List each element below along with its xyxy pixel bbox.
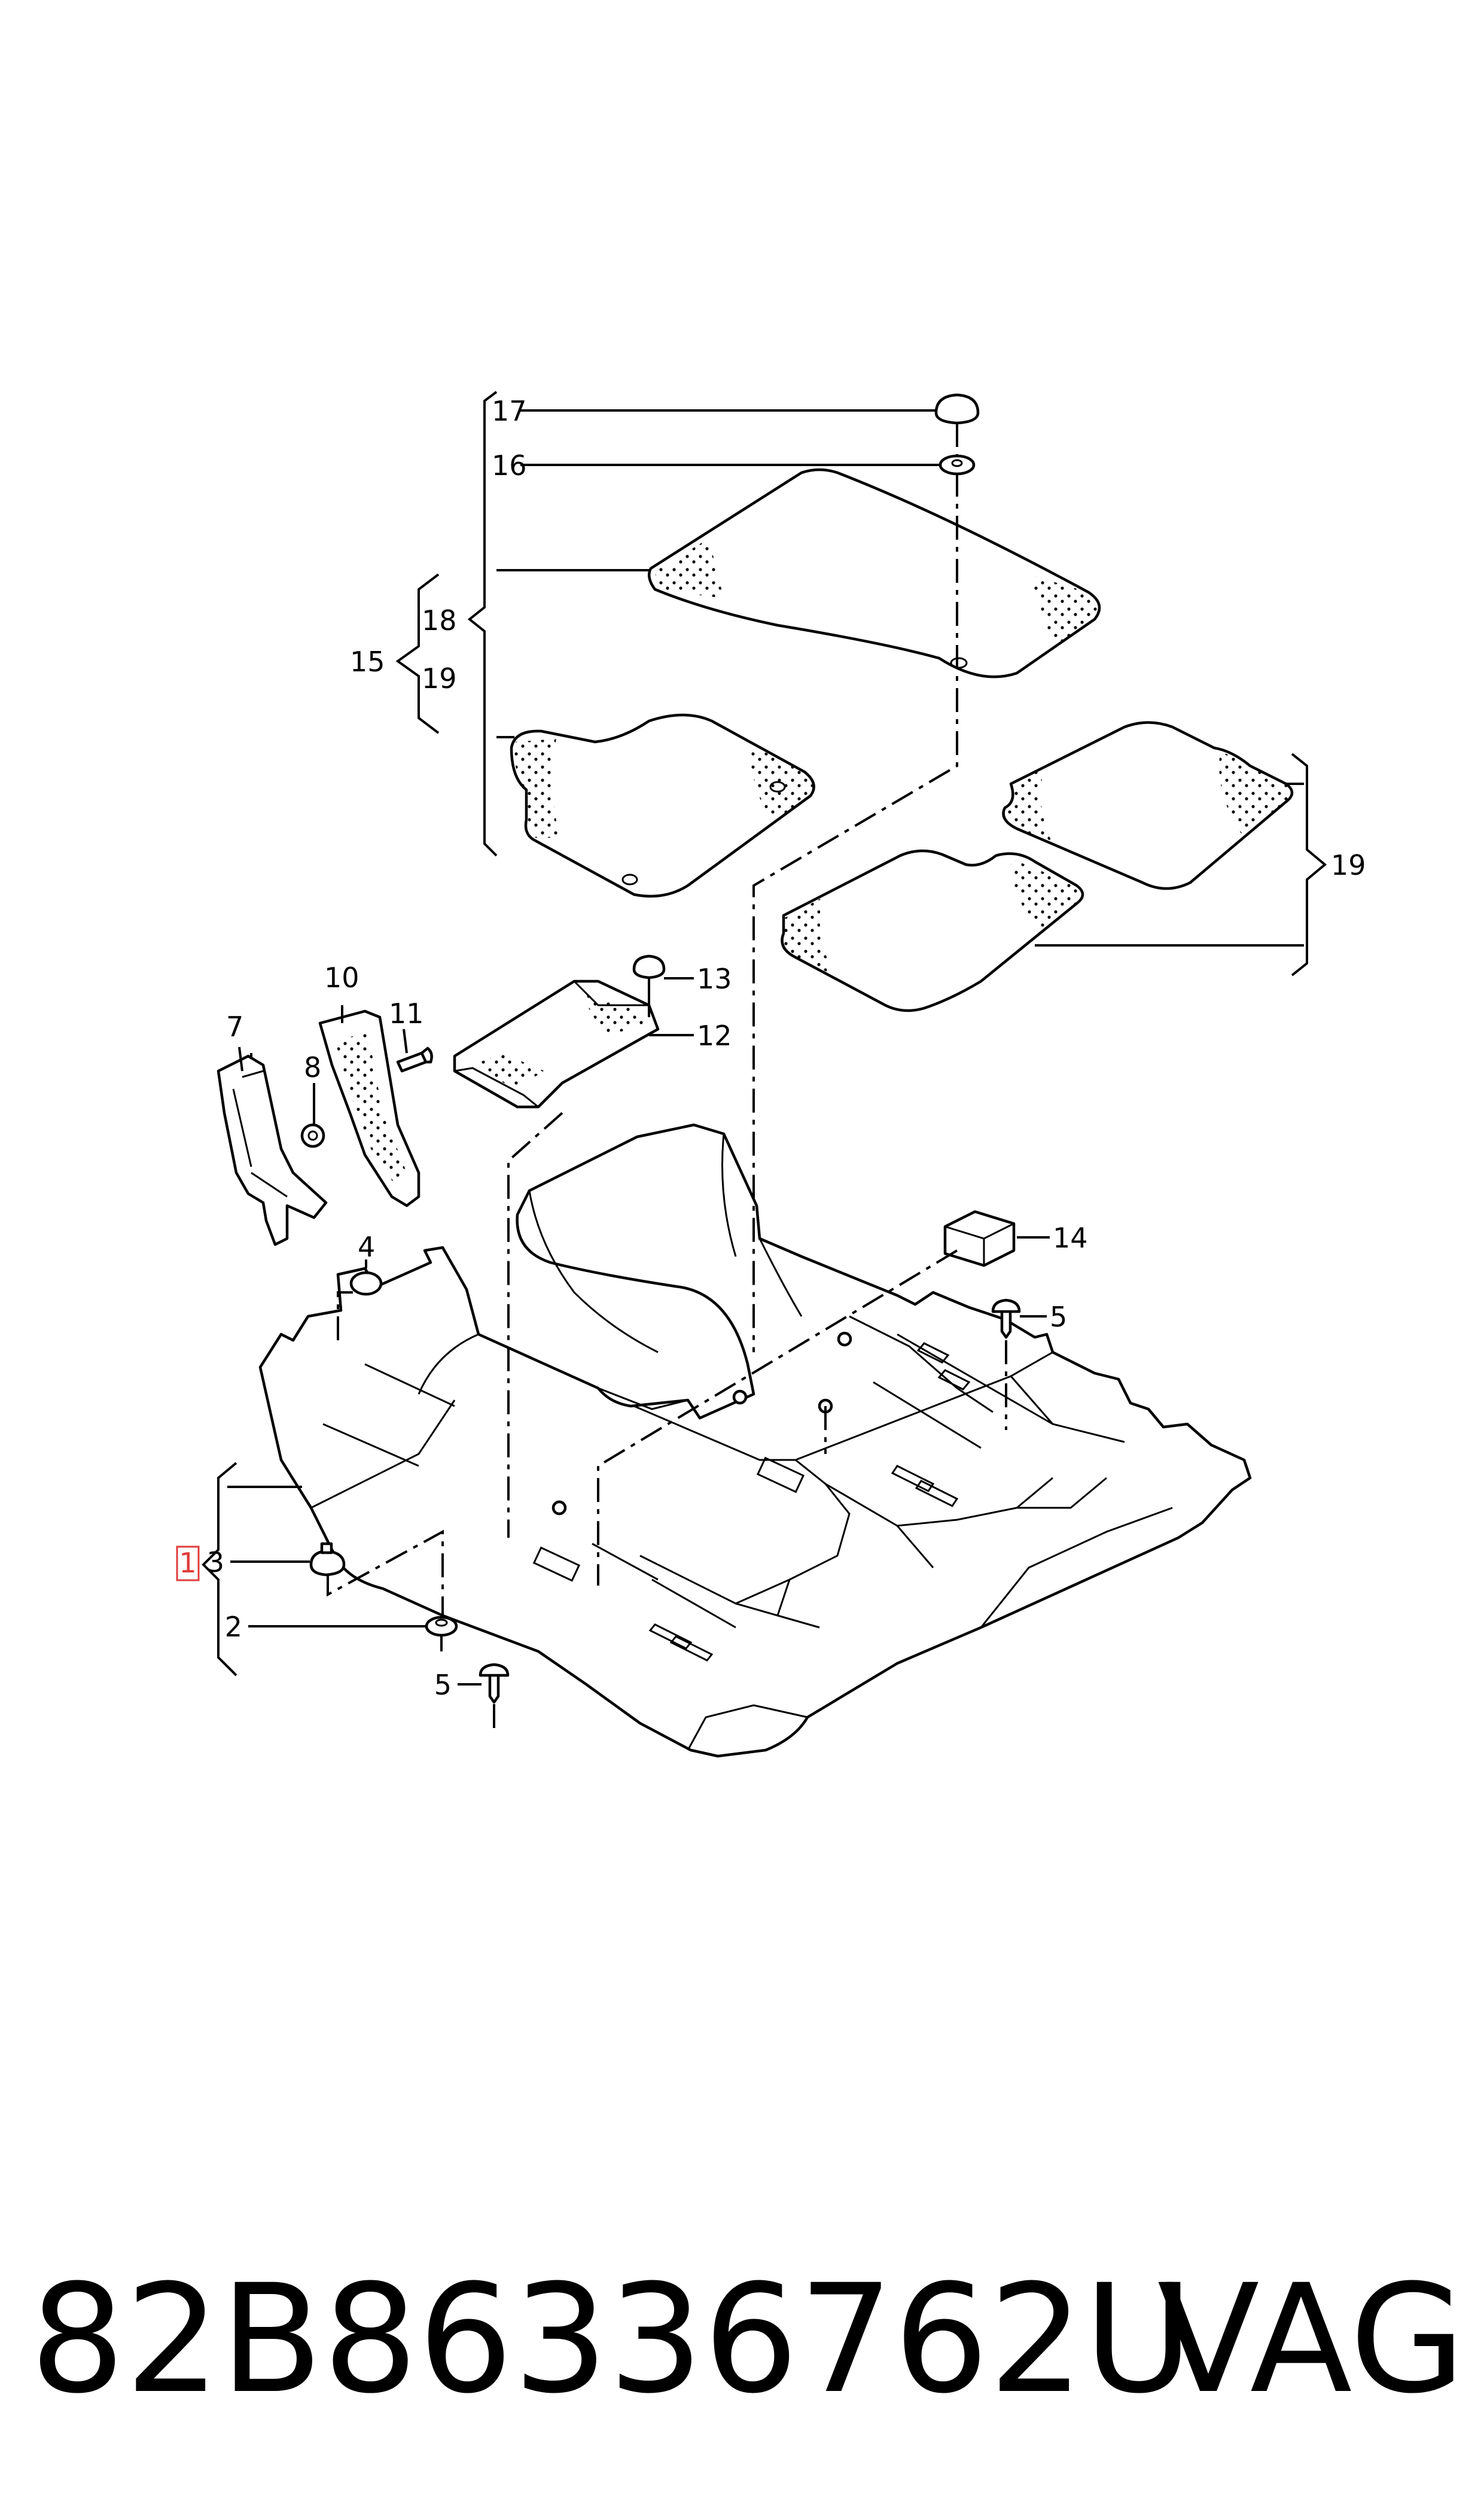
part-number: 82B86336762U <box>30 2252 1194 2426</box>
rear-left-mat-dots-left <box>782 898 834 975</box>
callout-12: 12 <box>697 1020 732 1052</box>
dashed-guides <box>327 423 1007 1732</box>
floor-mats-group <box>510 468 1294 1012</box>
clip-8-center <box>307 1130 318 1141</box>
carpet-crease-1 <box>310 1333 479 1509</box>
callout-3: 3 <box>207 1546 224 1578</box>
carpet-outline <box>258 1123 1252 1758</box>
rear-left-mat-dots-right <box>1011 859 1083 933</box>
clip-3-icon <box>309 1549 346 1577</box>
cover-12 <box>453 979 660 1109</box>
trim-panel-7 <box>217 1054 328 1246</box>
carpet-slots <box>648 1342 971 1662</box>
fastener-cap-icon <box>934 393 980 425</box>
floor-carpet <box>258 1123 1252 1758</box>
fastener-base-hole <box>951 459 963 467</box>
callout-19-right: 19 <box>1331 849 1366 881</box>
carpet-clip-point-2 <box>837 1331 852 1347</box>
callout-5-upper: 5 <box>1050 1301 1067 1333</box>
front-mat-dots-left <box>655 539 724 598</box>
carpet-crease-4 <box>592 1543 820 1629</box>
left-mat-heel-hole <box>621 874 638 886</box>
bracket-19-right <box>1291 753 1327 976</box>
bracket-18-19 <box>467 391 498 857</box>
brand-name: VAG <box>1157 2252 1465 2426</box>
callout-8: 8 <box>304 1051 321 1084</box>
callout-2: 2 <box>225 1611 242 1643</box>
callout-19-left: 19 <box>422 662 457 695</box>
callout-15: 15 <box>350 646 385 678</box>
block-14-edge <box>944 1222 1014 1265</box>
left-mat-dots-right <box>750 745 814 825</box>
carpet-vent-slot <box>756 1456 805 1493</box>
screw-11-icon <box>396 1046 433 1073</box>
callout-labels: 17 16 18 15 19 19 13 12 10 11 7 8 14 4 5… <box>176 395 1366 1701</box>
mat-fasteners <box>934 393 980 476</box>
carpet-crease-2 <box>528 1133 803 1353</box>
cover-12-detail <box>454 980 649 1108</box>
mat-grommet-hole <box>950 657 968 669</box>
brackets <box>202 391 1327 1677</box>
callout-13: 13 <box>697 963 732 995</box>
bracket-1 <box>202 1462 237 1677</box>
clip-13-icon <box>632 954 666 979</box>
callout-7: 7 <box>226 1011 243 1043</box>
footer: 82B86336762U VAG <box>30 2250 1465 2429</box>
cover-12-grill-2 <box>473 1053 544 1089</box>
trim-panel-10-hatch <box>335 1032 407 1185</box>
callout-18: 18 <box>422 604 457 637</box>
carpet-clip-point-1 <box>732 1389 748 1405</box>
fastener-base-icon <box>938 454 976 476</box>
rear-right-mat-dots-left <box>1003 769 1053 844</box>
callout-11: 11 <box>389 997 424 1030</box>
carpet-crease-3 <box>849 1315 1125 1449</box>
rear-right-mat-dots-right <box>1219 751 1292 838</box>
callout-10: 10 <box>324 962 359 994</box>
clip-3-stem <box>320 1542 333 1554</box>
front-mat-dots-right <box>1029 574 1099 646</box>
trim-panel-7-detail <box>232 1070 288 1198</box>
carpet-rear-edge <box>687 1507 1173 1751</box>
carpet-crease-5 <box>825 1477 1107 1568</box>
bracket-15 <box>395 573 440 734</box>
left-mat-hole <box>769 781 786 793</box>
rivet-5-upper-icon <box>991 1298 1021 1339</box>
callout-14: 14 <box>1053 1222 1088 1254</box>
callout-16: 16 <box>492 449 527 482</box>
carpet-clip-point-3 <box>551 1500 567 1516</box>
callout-4: 4 <box>358 1231 375 1263</box>
front-floor-mat <box>647 468 1101 679</box>
washer-2-hole <box>435 1619 448 1627</box>
callout-1: 1 <box>179 1547 196 1579</box>
grommet-4-icon <box>349 1271 383 1296</box>
callout-1-highlight-box <box>176 1546 200 1581</box>
callout-17: 17 <box>492 395 527 427</box>
carpet-vent-slot-2 <box>532 1546 581 1582</box>
block-14-icon <box>943 1210 1016 1267</box>
callout-5-lower: 5 <box>434 1669 452 1701</box>
leader-lines <box>227 409 1304 1686</box>
left-mat-dots-left <box>514 739 559 838</box>
rivet-5-lower-icon <box>479 1663 510 1704</box>
clip-8-icon <box>300 1123 325 1148</box>
